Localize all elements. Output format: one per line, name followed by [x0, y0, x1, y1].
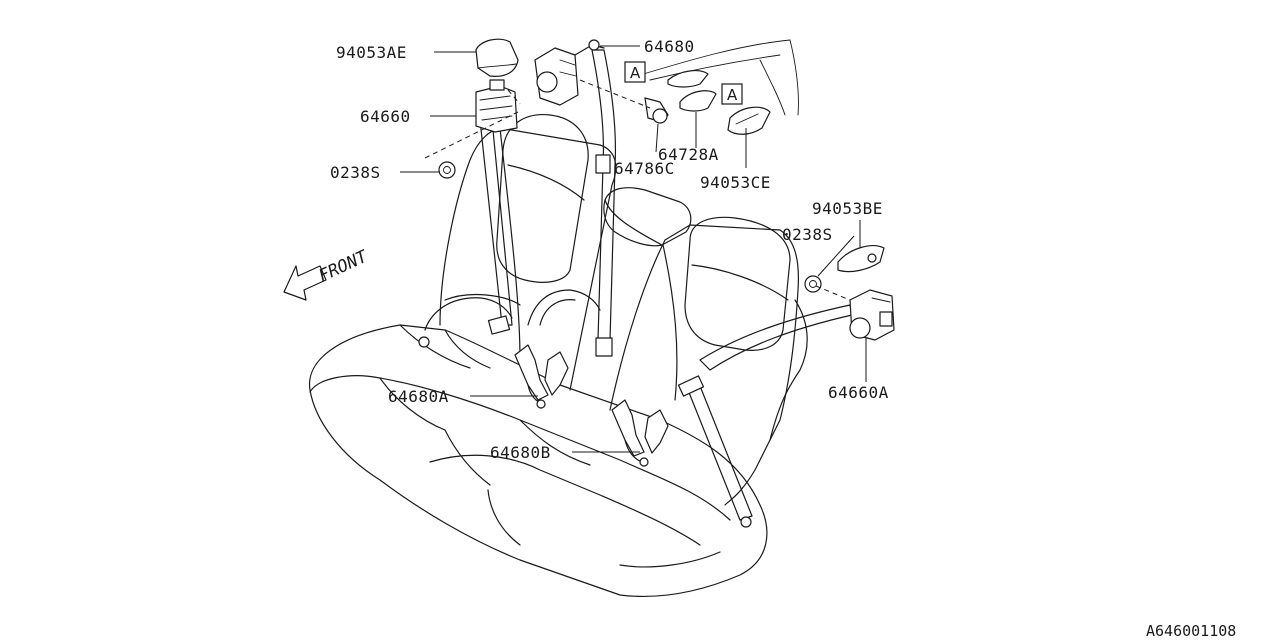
nut-0238s-right — [804, 275, 822, 293]
label-94053be: 94053BE — [812, 199, 883, 218]
rear-trim-panel — [639, 39, 799, 116]
label-64680a: 64680A — [388, 387, 449, 406]
reference-code: A646001108 — [1146, 622, 1236, 640]
cover-94053ce — [727, 106, 771, 135]
seatbelt-center — [527, 49, 617, 357]
label-64786c: 64786C — [614, 159, 675, 178]
seatbelt-right — [677, 304, 853, 528]
seatbelt-left — [418, 119, 513, 348]
headrest-left — [496, 113, 589, 283]
callout-a-2-label: A — [727, 86, 738, 104]
retractor-64660a — [849, 289, 895, 341]
buckle-64680b — [611, 399, 669, 467]
seat-back-left — [439, 127, 617, 391]
retractor-center — [534, 39, 605, 106]
label-64660: 64660 — [360, 107, 411, 126]
cover-94053be — [837, 245, 885, 273]
label-64728a: 64728A — [658, 145, 719, 164]
nut-0238s-left — [438, 161, 456, 179]
front-label: FRONT — [316, 246, 372, 286]
cover-94053ae — [475, 38, 519, 77]
label-0238s-right: 0238S — [782, 225, 833, 244]
headrest-right — [684, 216, 791, 351]
leader-lines — [400, 45, 867, 453]
bracket-64728a — [667, 70, 717, 112]
label-94053ae: 94053AE — [336, 43, 407, 62]
front-arrow: FRONT — [283, 246, 372, 301]
buckle-64680a — [514, 344, 569, 409]
label-64680: 64680 — [644, 37, 695, 56]
retractor-64660 — [475, 79, 518, 133]
label-94053ce: 94053CE — [700, 173, 771, 192]
label-0238s-left: 0238S — [330, 163, 381, 182]
callout-a-1-label: A — [630, 64, 641, 82]
center-headrest — [603, 187, 692, 247]
part-labels: 94053AE 64660 0238S 64680 64728A 64786C … — [330, 37, 889, 462]
label-64680b: 64680B — [490, 443, 551, 462]
assembly-dashes — [424, 79, 851, 301]
callout-a-2: A — [721, 83, 743, 105]
label-64660a: 64660A — [828, 383, 889, 402]
callout-a-1: A — [624, 61, 646, 83]
bolt-64786c — [644, 97, 669, 124]
seat-back-right — [609, 224, 808, 506]
seat-cushion — [308, 324, 768, 598]
